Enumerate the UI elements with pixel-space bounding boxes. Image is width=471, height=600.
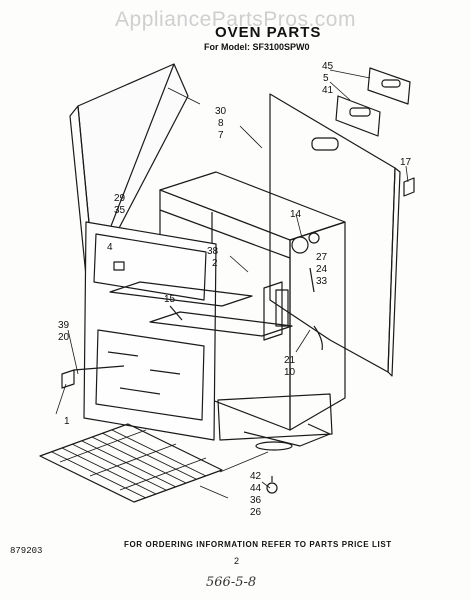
- callout-42: 42: [250, 471, 262, 482]
- callout-39: 39: [58, 320, 70, 331]
- rack-wires: [51, 429, 207, 499]
- small-parts: [61, 177, 415, 494]
- callout-27: 27: [316, 252, 328, 263]
- callout-20: 20: [58, 332, 70, 343]
- callout-7: 7: [218, 130, 224, 141]
- page-number: 2: [234, 556, 240, 566]
- model-subtitle: For Model: SF3100SPW0: [204, 42, 310, 52]
- callout-5: 5: [323, 73, 329, 84]
- callout-44: 44: [250, 483, 262, 494]
- callout-2: 2: [212, 258, 218, 269]
- watermark: AppliancePartsPros.com: [115, 8, 356, 31]
- top-brackets: [335, 67, 411, 137]
- document-code: 879203: [10, 546, 43, 556]
- callout-30: 30: [215, 106, 227, 117]
- callout-21: 21: [284, 355, 296, 366]
- callout-1: 1: [64, 416, 70, 427]
- callout-38: 38: [207, 246, 219, 257]
- leader-lines: [55, 69, 409, 499]
- callout-15: 15: [164, 294, 176, 305]
- rack-supports: [109, 281, 293, 337]
- callout-24: 24: [316, 264, 328, 275]
- page-title: OVEN PARTS: [215, 24, 322, 41]
- callout-35: 35: [114, 205, 126, 216]
- ordering-note: FOR ORDERING INFORMATION REFER TO PARTS …: [124, 540, 392, 549]
- oven-rack: [39, 423, 223, 503]
- callout-17: 17: [400, 157, 412, 168]
- rear-panel: [269, 93, 401, 377]
- bottom-element: [217, 393, 333, 451]
- callout-33: 33: [316, 276, 328, 287]
- callout-14: 14: [290, 209, 302, 220]
- callout-29: 29: [114, 193, 126, 204]
- callout-26: 26: [250, 507, 262, 518]
- handwritten-note: 566-5-8: [206, 575, 257, 590]
- callout-labels: 45 5 41 30 8 7 17 29 35 14 4 38 2 27 24 …: [58, 61, 412, 518]
- callout-4: 4: [107, 242, 113, 253]
- front-frame: [83, 221, 217, 441]
- callout-8: 8: [218, 118, 224, 129]
- callout-10: 10: [284, 367, 296, 378]
- callout-36: 36: [250, 495, 262, 506]
- callout-45: 45: [322, 61, 334, 72]
- callout-41: 41: [322, 85, 334, 96]
